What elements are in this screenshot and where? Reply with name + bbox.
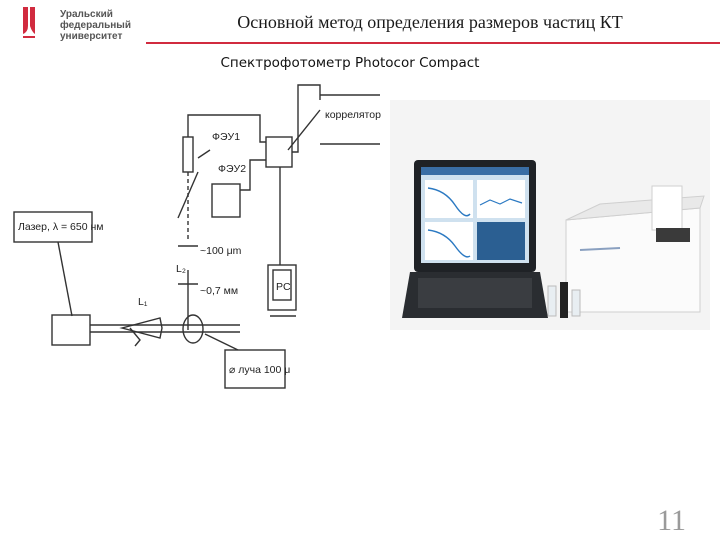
beam-diameter-label: ⌀ луча 100 μ [229, 364, 290, 376]
optical-schematic: коррелятор ФЭУ1 ФЭУ2 Лазер, λ = 650 нм ~… [13, 84, 381, 389]
logo-line-3: университет [60, 31, 123, 42]
university-logo: Уральский федеральный университет [20, 4, 131, 44]
slide-title: Основной метод определения размеров част… [237, 12, 623, 32]
laser-label: Лазер, λ = 650 нм [18, 221, 104, 233]
pmt1-label: ФЭУ1 [212, 131, 240, 143]
correlator-label: коррелятор [325, 109, 381, 121]
logo-line-2: федеральный [60, 20, 131, 31]
lens-l2-label: L₂ [176, 263, 186, 275]
distance-07mm: ~0,7 мм [200, 285, 238, 297]
logo-line-1: Уральский [60, 9, 113, 20]
pmt2-label: ФЭУ2 [218, 163, 246, 175]
instrument-photo [390, 100, 710, 330]
distance-100um: ~100 μm [200, 245, 242, 257]
ural-logo-icon [23, 7, 35, 38]
slide-subtitle: Спектрофотометр Photocor Compact [220, 55, 480, 71]
lens-l1-label: L₁ [138, 296, 148, 308]
pc-label: PC [276, 281, 291, 293]
page-number: 11 [657, 504, 686, 537]
title-rule [146, 42, 720, 44]
